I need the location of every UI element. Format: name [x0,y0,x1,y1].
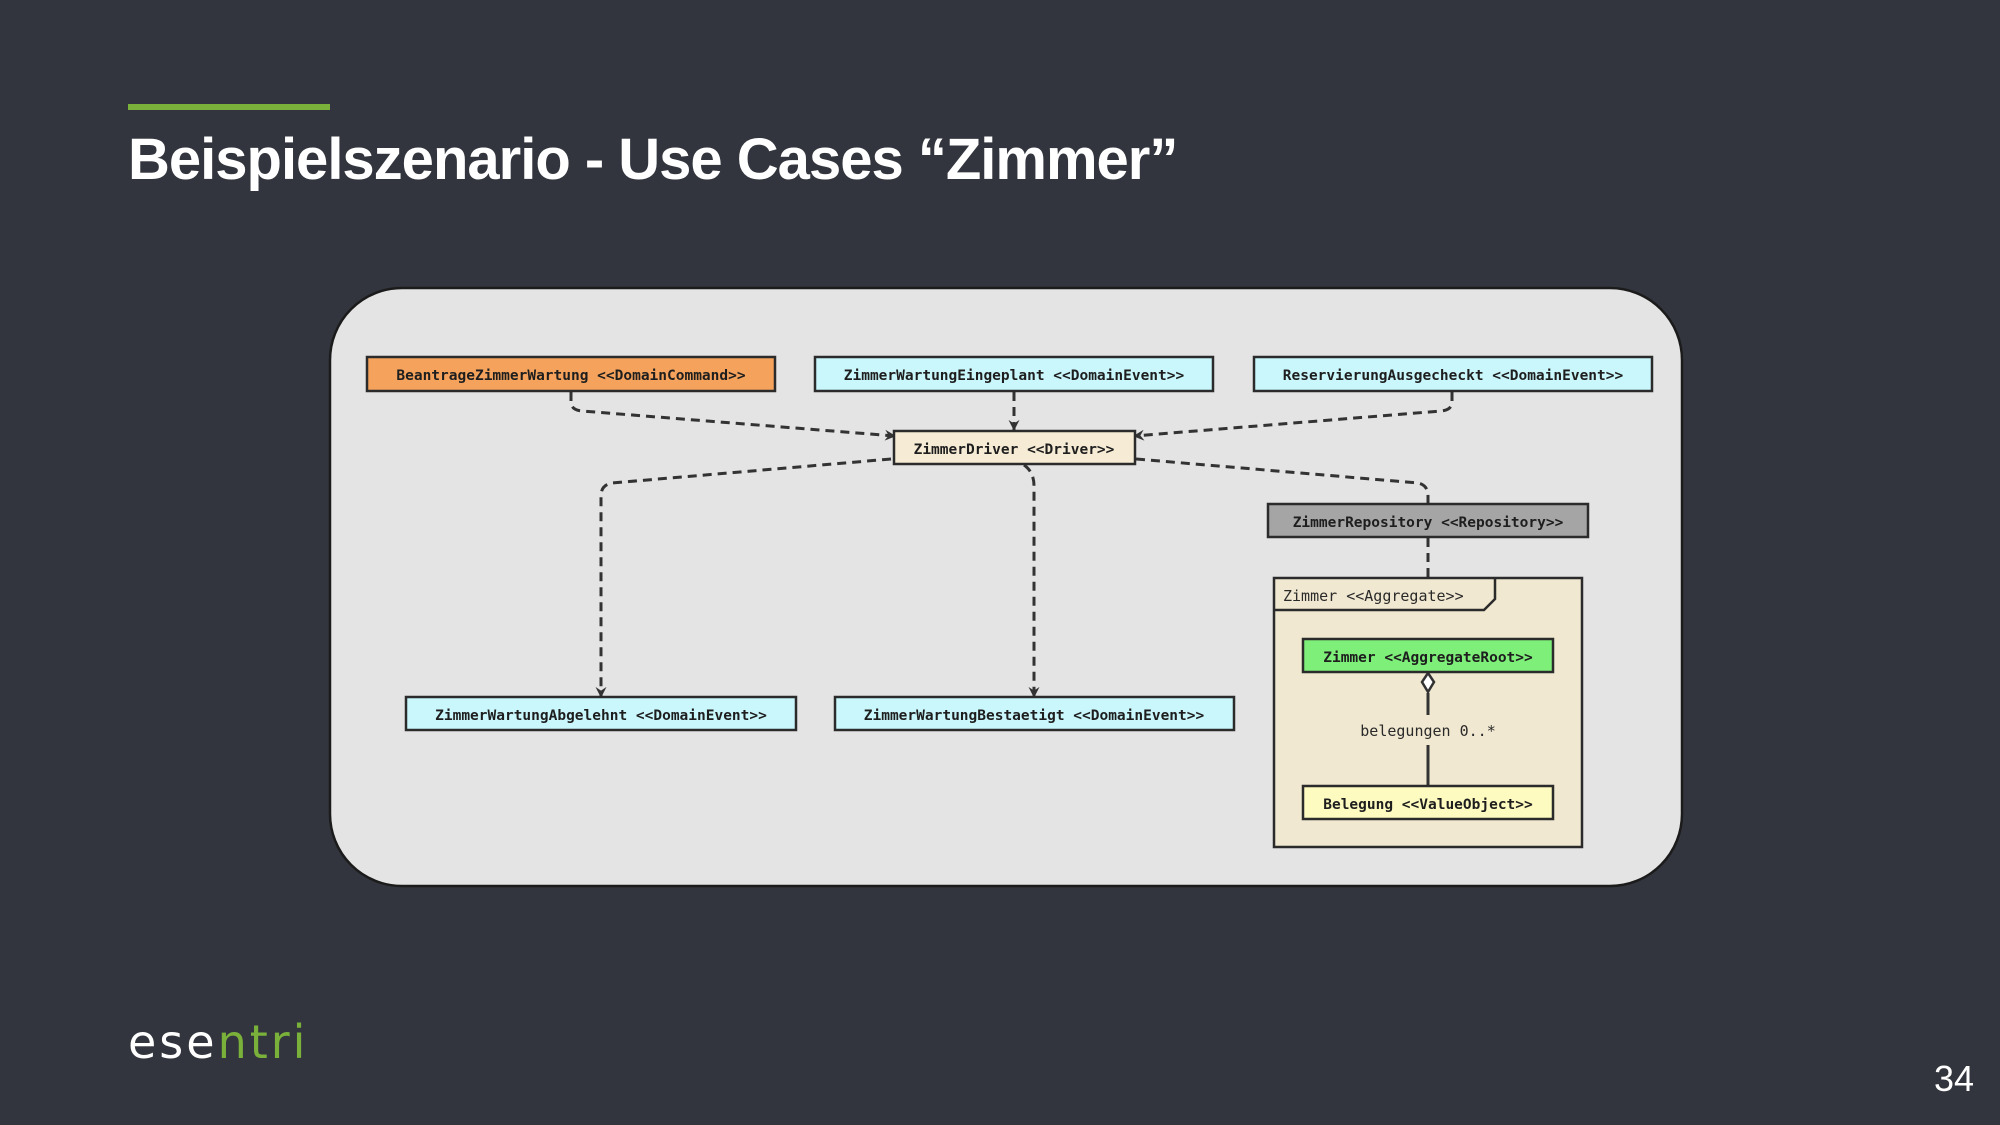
node-command: BeantrageZimmerWartung <<DomainCommand>> [365,355,777,393]
logo-part-1: ese [128,1015,218,1069]
node-driver: ZimmerDriver <<Driver>> [892,429,1137,466]
edge-ausgecheckt-to-driver [1133,392,1454,441]
edge-driver-to-abgelehnt [595,457,892,698]
association-label: belegungen 0..* [1360,722,1495,740]
title-accent-bar [128,104,330,110]
dependency-edges [569,392,1454,698]
node-event-abgelehnt-label: ZimmerWartungAbgelehnt <<DomainEvent>> [435,708,767,724]
node-repository: ZimmerRepository <<Repository>> [1266,502,1590,539]
node-event-bestaetigt: ZimmerWartungBestaetigt <<DomainEvent>> [833,695,1236,732]
aggregation-diamond [1420,670,1436,695]
logo-part-2: ntri [217,1015,309,1069]
node-event-abgelehnt: ZimmerWartungAbgelehnt <<DomainEvent>> [404,695,798,732]
node-event-eingeplant-label: ZimmerWartungEingeplant <<DomainEvent>> [844,368,1185,384]
node-aggregate: Zimmer <<Aggregate>> belegungen 0..* Zim… [1272,576,1584,849]
slide-title: Beispielszenario - Use Cases “Zimmer” [128,127,1178,192]
node-aggregate-label: Zimmer <<Aggregate>> [1283,587,1464,605]
node-command-label: BeantrageZimmerWartung <<DomainCommand>> [396,368,745,384]
node-value-object-label: Belegung <<ValueObject>> [1323,797,1533,813]
node-event-eingeplant: ZimmerWartungEingeplant <<DomainEvent>> [813,355,1215,393]
node-event-ausgecheckt: ReservierungAusgecheckt <<DomainEvent>> [1252,355,1654,393]
node-repository-label: ZimmerRepository <<Repository>> [1293,515,1564,531]
node-event-ausgecheckt-label: ReservierungAusgecheckt <<DomainEvent>> [1283,368,1624,384]
edge-driver-to-repository [1135,457,1430,505]
esentri-logo: esentri [128,1012,308,1072]
edge-driver-to-bestaetigt [1023,463,1040,698]
edge-command-to-driver [569,392,896,441]
node-aggregate-root-label: Zimmer <<AggregateRoot>> [1323,650,1533,666]
page-number: 34 [1933,1058,1974,1099]
node-driver-label: ZimmerDriver <<Driver>> [914,442,1115,458]
node-event-bestaetigt-label: ZimmerWartungBestaetigt <<DomainEvent>> [864,708,1205,724]
